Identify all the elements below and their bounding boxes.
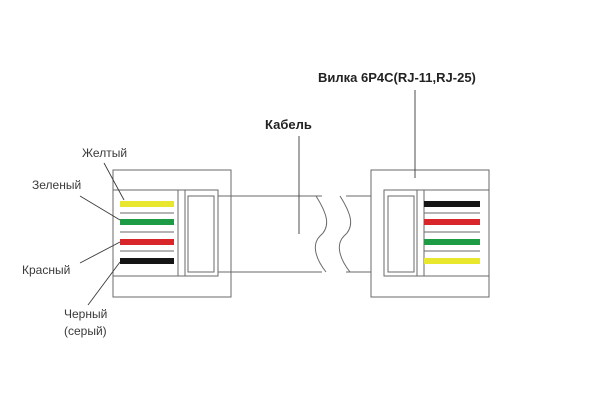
- right-wire-green: [424, 239, 480, 245]
- left-plug-latch: [177, 189, 219, 277]
- right-plug-latch-inner: [387, 195, 415, 273]
- leader-black: [87, 261, 121, 306]
- right-plug-latch: [383, 189, 425, 277]
- label-red: Красный: [22, 263, 70, 277]
- left-plug: [112, 169, 232, 298]
- right-wire-black: [424, 201, 480, 207]
- left-wire-yellow: [120, 201, 174, 207]
- plug-title: Вилка 6P4C(RJ-11,RJ-25): [318, 70, 476, 85]
- cable-label: Кабель: [265, 117, 312, 132]
- right-wire-red: [424, 219, 480, 225]
- right-plug-contact-block: [416, 189, 490, 277]
- cable-break-mark: [314, 195, 328, 273]
- cable: [218, 195, 378, 273]
- right-plug: [370, 169, 490, 298]
- left-wire-green: [120, 219, 174, 225]
- label-gray: (серый): [64, 324, 107, 338]
- leader-lines: [79, 90, 416, 306]
- left-wire-red: [120, 239, 174, 245]
- left-wires: [120, 201, 174, 264]
- label-yellow: Желтый: [82, 146, 127, 160]
- leader-yellow: [103, 162, 125, 201]
- cable-break-mark: [338, 195, 352, 273]
- left-plug-body: [112, 169, 232, 298]
- right-wires: [424, 201, 480, 264]
- label-black: Черный: [64, 307, 107, 321]
- leader-green: [79, 195, 121, 221]
- leader-red: [79, 241, 121, 264]
- right-wire-yellow: [424, 258, 480, 264]
- left-plug-contact-block: [112, 189, 186, 277]
- left-plug-latch-inner: [187, 195, 215, 273]
- label-green: Зеленый: [32, 178, 81, 192]
- right-plug-body: [370, 169, 490, 298]
- left-wire-black: [120, 258, 174, 264]
